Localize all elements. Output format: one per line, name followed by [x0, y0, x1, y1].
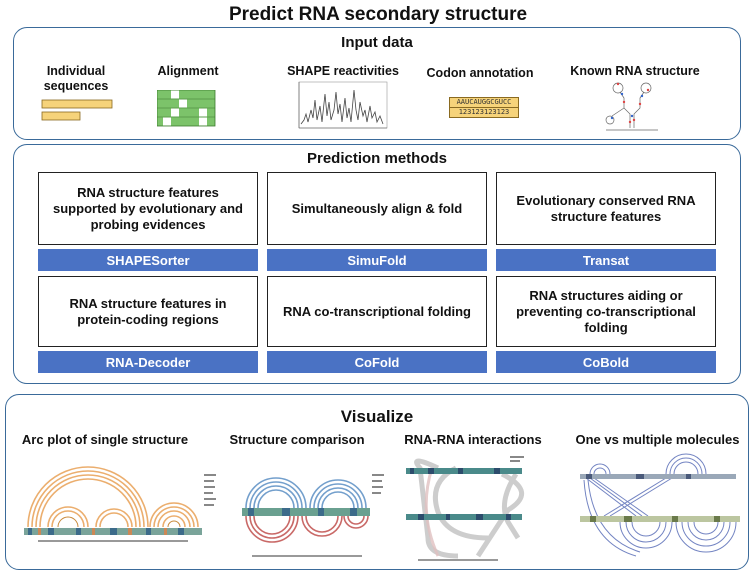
main-title: Predict RNA secondary structure: [228, 4, 528, 25]
codon-numbers: 123123123123: [449, 107, 519, 118]
prediction-methods-title: Prediction methods: [306, 150, 448, 167]
structure-comparison-thumbnail: [242, 474, 384, 557]
visualize-title: Visualize: [340, 407, 414, 426]
rna-rna-interactions-thumbnail: [406, 456, 524, 561]
method-desc-cobold: RNA structures aiding or preventing co-t…: [496, 276, 716, 347]
method-desc-cofold: RNA co-transcriptional folding: [267, 276, 487, 347]
tool-rna-decoder: RNA-Decoder: [38, 351, 258, 373]
tool-simufold: SimuFold: [267, 249, 487, 271]
arc-plot-thumbnail: [24, 466, 216, 542]
tool-shapesorter: SHAPESorter: [38, 249, 258, 271]
alignment-label: Alignment: [157, 64, 219, 78]
tool-transat: Transat: [496, 249, 716, 271]
tool-cofold: CoFold: [267, 351, 487, 373]
shape-chart-icon: [298, 81, 388, 129]
one-vs-multiple-label: One vs multiple molecules: [575, 432, 740, 447]
sequence-bars-icon: [41, 99, 113, 121]
prediction-methods-panel: Prediction methods: [13, 144, 741, 384]
known-rna-structure-label: Known RNA structure: [570, 64, 700, 78]
visualize-panel: Visualize: [5, 394, 749, 570]
method-desc-rna-decoder: RNA structure features in protein-coding…: [38, 276, 258, 347]
input-data-title: Input data: [341, 34, 413, 51]
input-data-panel: Input data: [13, 27, 741, 140]
alignment-grid-icon: [157, 90, 216, 127]
shape-reactivities-label: SHAPE reactivities: [287, 64, 399, 78]
codon-annotation-label: Codon annotation: [426, 66, 534, 80]
structure-comparison-label: Structure comparison: [229, 432, 365, 447]
tool-cobold: CoBold: [496, 351, 716, 373]
one-vs-multiple-thumbnail: [580, 453, 740, 557]
individual-sequences-label: Individual sequences: [43, 64, 109, 93]
arc-plot-label: Arc plot of single structure: [21, 432, 189, 447]
method-desc-simufold: Simultaneously align & fold: [267, 172, 487, 245]
method-desc-shapesorter: RNA structure features supported by evol…: [38, 172, 258, 245]
method-desc-transat: Evolutionary conserved RNA structure fea…: [496, 172, 716, 245]
rna-rna-interactions-label: RNA-RNA interactions: [404, 432, 542, 447]
rna-structure-icon: [605, 82, 658, 131]
